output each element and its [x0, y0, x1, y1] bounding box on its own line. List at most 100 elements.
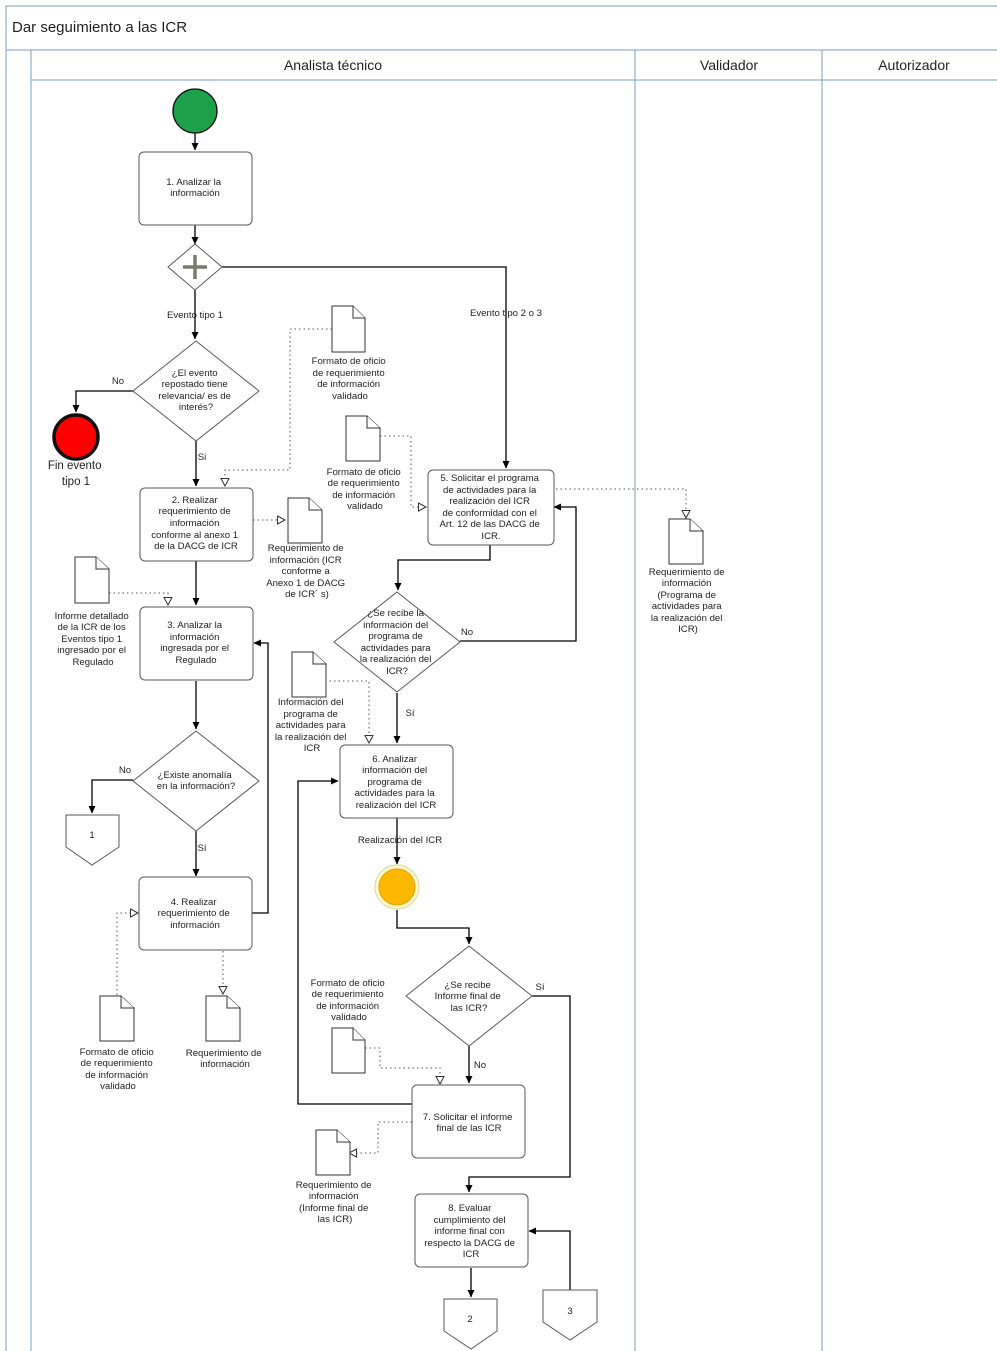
- task-label: información: [170, 518, 220, 529]
- svg-text:¿Se recibe Informe final: ¿Se recibe Informe final de las ICR?: [435, 980, 504, 1014]
- document-label: información: [309, 1191, 359, 1202]
- svg-text:Requerimiento de informa: Requerimiento de información (ICR confor…: [266, 543, 348, 600]
- document-label: de información: [317, 379, 380, 390]
- task-5: 5. Solicitar el programa de actividades …: [427, 469, 555, 546]
- associations: [109, 328, 686, 1153]
- task-3: 3. Analizar la información ingresada por…: [139, 606, 254, 681]
- document-label: validado: [347, 501, 383, 512]
- task-label: programa de: [367, 777, 421, 788]
- document-label: actividades para: [276, 720, 347, 731]
- document-label: de información: [85, 1070, 148, 1081]
- sequence-flows: [72, 133, 577, 1298]
- document-label: información: [662, 578, 712, 589]
- lane-title-autorizador: Autorizador: [878, 57, 950, 73]
- svg-text:¿Existe anomalía en la i: ¿Existe anomalía en la información?: [157, 770, 235, 792]
- task-4: 4. Realizar requerimiento de información: [138, 876, 253, 951]
- flow-label: Evento tipo 1: [167, 310, 223, 321]
- gateway-label: en la información?: [157, 781, 235, 792]
- document-label: Formato de oficio: [327, 467, 401, 478]
- flow-label: Realización del ICR: [358, 835, 442, 846]
- lane-title-analista: Analista técnico: [284, 57, 382, 73]
- task-label: 7. Solicitar el informe: [423, 1112, 513, 1123]
- gateway-programa: ¿Se recibe la información del programa d…: [333, 591, 461, 693]
- task-label: Regulado: [175, 655, 216, 666]
- document-label: Requerimiento de: [296, 1180, 372, 1191]
- svg-text:3. Analizar la informaci: 3. Analizar la información ingresada por…: [160, 620, 231, 666]
- document-icon: Requerimiento de información (Programa d…: [649, 518, 725, 635]
- document-label: Anexo 1 de DACG: [266, 578, 345, 589]
- gateway-label: las ICR?: [451, 1003, 488, 1014]
- connector-label: 2: [467, 1314, 472, 1325]
- gateway-label: ICR?: [386, 666, 408, 677]
- task-label: requerimiento de: [158, 908, 230, 919]
- document-label: información: [200, 1059, 250, 1070]
- connector-label: 3: [567, 1306, 572, 1317]
- document-label: de información: [316, 1001, 379, 1012]
- document-label: Regulado: [72, 657, 113, 668]
- svg-text:Formato de oficio de req: Formato de oficio de requerimiento de in…: [80, 1047, 157, 1092]
- flow-labels: Evento tipo 1 Evento tipo 2 o 3 No Si No…: [112, 308, 545, 1071]
- document-icon: Formato de oficio de requerimiento de in…: [80, 995, 157, 1092]
- document-label: Formato de oficio: [312, 356, 386, 367]
- task-label: 2. Realizar: [172, 495, 219, 506]
- svg-text:Formato de oficio de req: Formato de oficio de requerimiento de in…: [311, 978, 388, 1023]
- task-2: 2. Realizar requerimiento de información…: [139, 487, 254, 562]
- document-label: Eventos tipo 1: [61, 634, 122, 645]
- task-label: ingresada por el: [160, 643, 229, 654]
- gateway-label: relevancia/ es de: [158, 391, 231, 402]
- connector-3: 3: [542, 1289, 598, 1341]
- pool: Dar seguimiento a las ICR: [5, 5, 997, 1351]
- svg-text:Formato de oficio de req: Formato de oficio de requerimiento de in…: [327, 467, 404, 512]
- task-label: ICR: [463, 1249, 480, 1260]
- task-label: informe final con: [434, 1226, 504, 1237]
- document-icon: Requerimiento de información (Informe fi…: [296, 1129, 372, 1225]
- flow-label: No: [119, 765, 131, 776]
- document-label: de ICR´ s): [285, 589, 329, 600]
- task-label: de conformidad con el: [442, 508, 536, 519]
- document-label: validado: [331, 1012, 367, 1023]
- flow-label: Sí: [405, 708, 414, 719]
- svg-text:¿Se recibe la informació: ¿Se recibe la información del programa d…: [360, 608, 434, 677]
- document-label: ICR): [678, 624, 698, 635]
- document-label: información (ICR: [270, 555, 342, 566]
- task-8: 8. Evaluar cumplimiento del informe fina…: [414, 1193, 529, 1268]
- gateway-label: programa de: [368, 631, 422, 642]
- document-label: Informe detallado: [55, 611, 129, 622]
- gateway-relevancia: ¿El evento repostado tiene relevancia/ e…: [132, 340, 260, 442]
- document-icon: Requerimiento de información: [186, 995, 262, 1070]
- task-label: 8. Evaluar: [448, 1203, 492, 1214]
- task-label: 1. Analizar la: [166, 177, 222, 188]
- task-label: conforme al anexo 1: [151, 530, 238, 541]
- task-label: 3. Analizar la: [167, 620, 223, 631]
- document-label: Requerimiento de: [649, 567, 725, 578]
- task-label: actividades para la: [355, 788, 436, 799]
- task-label: de actividades para la: [443, 485, 537, 496]
- task-label: final de las ICR: [436, 1123, 501, 1134]
- start-event: [172, 88, 218, 134]
- document-label: de requerimiento: [312, 989, 384, 1000]
- gateway-label: ¿El evento: [172, 368, 218, 379]
- svg-text:4. Realizar requerimient: 4. Realizar requerimiento de información: [158, 897, 233, 931]
- flow-label: No: [461, 627, 473, 638]
- document-label: Formato de oficio: [80, 1047, 154, 1058]
- svg-text:7. Solicitar el informe: 7. Solicitar el informe final de las ICR: [423, 1112, 515, 1134]
- task-7: 7. Solicitar el informe final de las ICR: [411, 1084, 526, 1159]
- lane-title-validador: Validador: [700, 57, 758, 73]
- end-event-type1: Fin evento tipo 1: [48, 413, 102, 488]
- end-event-label: tipo 1: [62, 476, 90, 488]
- svg-text:6. Analizar información: 6. Analizar información del programa de …: [355, 754, 438, 811]
- document-icon: Requerimiento de información (ICR confor…: [266, 497, 348, 600]
- document-label: Requerimiento de: [186, 1048, 262, 1059]
- task-label: ICR.: [481, 531, 500, 542]
- document-label: de requerimiento: [81, 1058, 153, 1069]
- gateway-anomalia: ¿Existe anomalía en la información?: [132, 730, 260, 832]
- svg-text:2. Realizar requerimient: 2. Realizar requerimiento de información…: [151, 495, 241, 552]
- task-label: respecto la DACG de: [424, 1238, 515, 1249]
- document-icon: Formato de oficio de requerimiento de in…: [311, 978, 388, 1074]
- gateway-label: información del: [363, 620, 428, 631]
- document-label: de información: [332, 490, 395, 501]
- task-1: 1. Analizar la información: [138, 151, 253, 226]
- gateway-informe-final: ¿Se recibe Informe final de las ICR?: [405, 945, 533, 1047]
- task-label: información: [170, 920, 220, 931]
